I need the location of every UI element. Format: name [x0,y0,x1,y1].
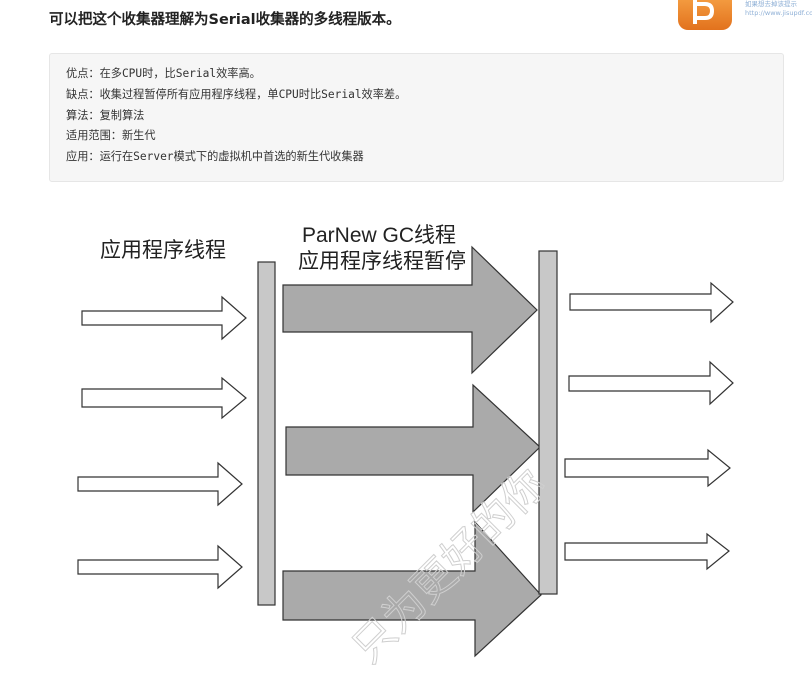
watermark-notice-link[interactable]: http://www.jisupdf.com [745,9,812,17]
gc-thread-arrow-1 [282,245,538,375]
resumed-thread-arrow-3 [564,448,731,488]
pause-end-bar [538,250,558,595]
app-thread-arrow-3 [77,461,243,507]
resumed-thread-arrow-4 [564,532,730,571]
code-block: 优点：在多CPU时，比Serial效率高。 缺点：收集过程暂停所有应用程序线程，… [49,53,784,182]
diagram-watermark: 只为更好的你 [342,459,555,672]
watermark-notice-line1: 如果想去掉该提示 [745,0,797,8]
resumed-thread-arrow-1 [569,281,734,324]
app-thread-arrow-1 [81,295,247,341]
parnew-diagram: 只为更好的你 应用程序线程 ParNew GC线程 应用程序线程暂停 [0,195,812,673]
code-line-usage: 应用：运行在Server模式下的虚拟机中首选的新生代收集器 [66,150,364,164]
parnew-diagram-svg: 只为更好的你 [77,245,734,673]
label-app-threads: 应用程序线程 [100,239,226,262]
code-line-cons: 缺点：收集过程暂停所有应用程序线程，单CPU时比Serial效率差。 [66,87,407,101]
gc-thread-arrow-3 [282,520,542,658]
label-app-paused: 应用程序线程暂停 [298,250,466,273]
app-thread-arrow-2 [81,376,247,420]
intro-text: 可以把这个收集器理解为Serial收集器的多线程版本。 [49,12,401,28]
logo-icon[interactable] [678,0,732,30]
code-line-scope: 适用范围：新生代 [66,129,156,143]
code-line-algorithm: 算法：复制算法 [66,108,145,122]
watermark-notice[interactable]: 如果想去掉该提示 http://www.jisupdf.com [745,0,812,18]
resumed-thread-arrow-2 [568,360,734,406]
app-thread-arrow-4 [77,544,243,590]
code-line-pros: 优点：在多CPU时，比Serial效率高。 [66,67,261,80]
gc-thread-arrow-2 [285,383,541,514]
label-parnew-gc: ParNew GC线程 [302,224,457,247]
pause-start-bar [257,261,276,606]
